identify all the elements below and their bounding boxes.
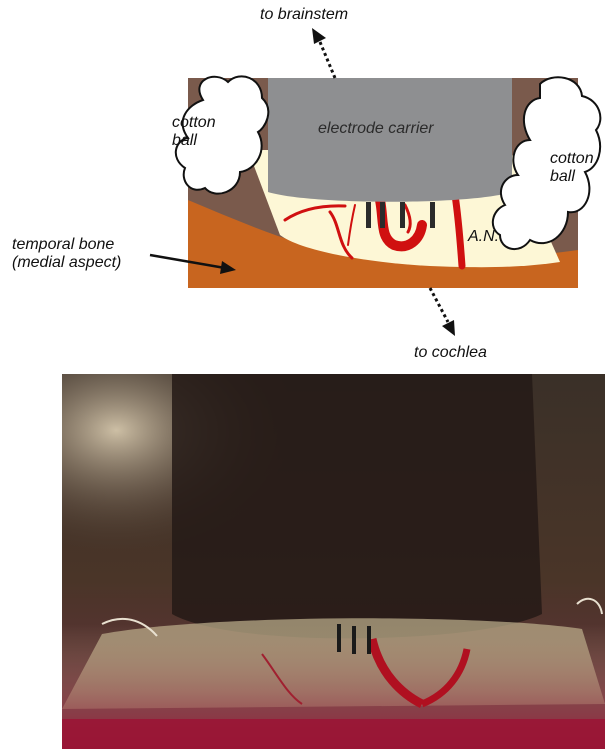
an-label: A.N. [468, 228, 499, 246]
schematic-diagram [0, 0, 605, 370]
photo-rendering [62, 374, 605, 749]
arrow-to-brainstem [312, 28, 335, 78]
to-cochlea-label: to cochlea [414, 344, 487, 362]
cotton-ball-right-label: cotton ball [550, 150, 594, 186]
temporal-bone-label: temporal bone (medial aspect) [12, 236, 121, 272]
intraoperative-photo [62, 374, 605, 749]
to-brainstem-label: to brainstem [260, 6, 348, 24]
arrow-to-cochlea [430, 288, 455, 336]
electrode-carrier [268, 78, 512, 202]
cotton-ball-left-label: cotton ball [172, 114, 216, 150]
electrode-carrier-label: electrode carrier [318, 120, 434, 138]
